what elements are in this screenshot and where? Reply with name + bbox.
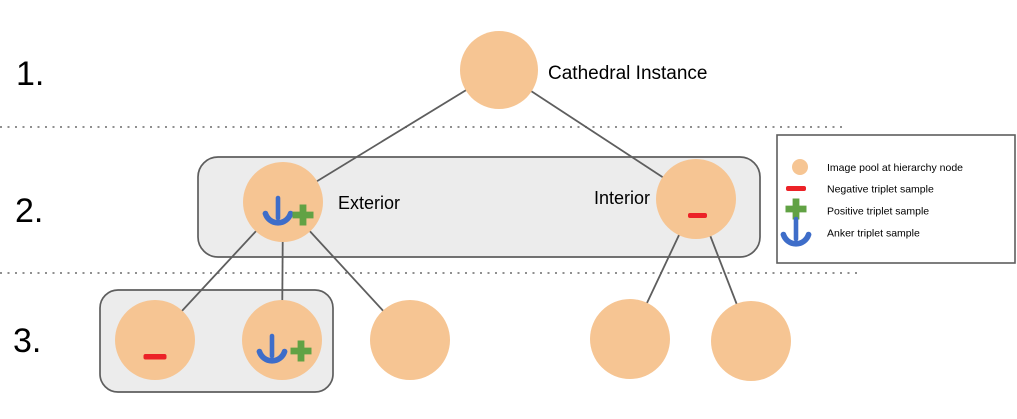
leaf-node-1 — [115, 300, 195, 380]
root-node — [460, 31, 538, 109]
negative-icon — [143, 354, 167, 360]
legend: Image pool at hierarchy node Negative tr… — [776, 134, 1016, 264]
leaf-node-2 — [242, 300, 322, 380]
negative-icon — [688, 213, 707, 218]
level2-group-box — [197, 156, 761, 258]
image-pool-circle-icon — [792, 159, 808, 175]
root-node-label: Cathedral Instance — [548, 63, 708, 84]
edge-root-exterior — [282, 69, 500, 203]
exterior-node-label: Exterior — [338, 193, 400, 213]
leaf-node-5 — [711, 301, 791, 381]
leaf-node-3 — [370, 300, 450, 380]
level-1-label: 1. — [16, 55, 44, 93]
level-2-label: 2. — [15, 192, 43, 230]
legend-item-label: Anker triplet sample — [827, 228, 920, 240]
negative-minus-icon — [786, 186, 806, 191]
legend-item-label: Image pool at hierarchy node — [827, 162, 963, 174]
legend-box — [776, 134, 1016, 264]
interior-node-label: Interior — [594, 188, 650, 208]
legend-item-label: Positive triplet sample — [827, 206, 929, 218]
interior-node — [656, 159, 736, 239]
level-3-label: 3. — [13, 322, 41, 360]
exterior-node — [243, 162, 323, 242]
leaf-node-4 — [590, 299, 670, 379]
legend-item-label: Negative triplet sample — [827, 184, 934, 196]
